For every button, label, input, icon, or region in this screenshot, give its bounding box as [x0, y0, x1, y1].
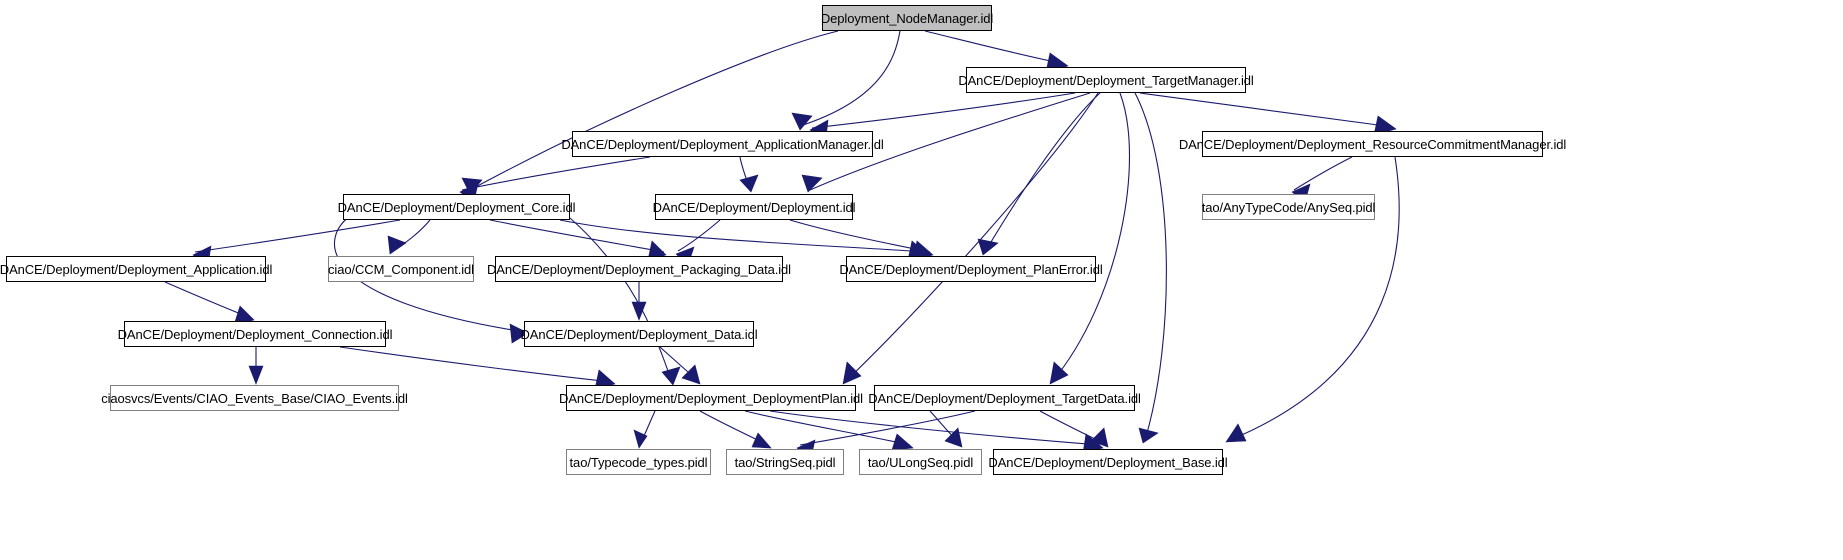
edge-core-to-packagingdata — [489, 219, 665, 253]
graph-node-label: DAnCE/Deployment/Deployment_TargetData.i… — [868, 390, 1141, 406]
graph-node-nodemanager[interactable]: Deployment_NodeManager.idl — [821, 5, 993, 31]
graph-node-base[interactable]: DAnCE/Deployment/Deployment_Base.idl — [988, 449, 1228, 475]
arrowhead-icon — [739, 174, 759, 193]
arrowhead-icon — [1090, 427, 1109, 448]
edge-deploymentplan-to-ulongseq — [744, 410, 911, 446]
edge-targetmanager-to-rescommit — [1139, 92, 1394, 128]
arrowhead-icon — [681, 364, 701, 385]
edge-nodemanager-to-core — [469, 30, 839, 191]
graph-node-deploymentplan[interactable]: DAnCE/Deployment/Deployment_DeploymentPl… — [559, 385, 863, 411]
graph-node-ulongseq[interactable]: tao/ULongSeq.pidl — [859, 449, 982, 475]
graph-node-appmanager[interactable]: DAnCE/Deployment/Deployment_ApplicationM… — [561, 131, 884, 157]
graph-node-application[interactable]: DAnCE/Deployment/Deployment_Application.… — [0, 256, 272, 282]
graph-node-ccmcomponent[interactable]: ciao/CCM_Component.idl — [328, 256, 474, 282]
arrowhead-icon — [842, 361, 862, 385]
graph-node-label: DAnCE/Deployment/Deployment_PlanError.id… — [839, 261, 1103, 277]
graph-node-data[interactable]: DAnCE/Deployment/Deployment_Data.idl — [521, 321, 758, 347]
graph-node-label: DAnCE/Deployment/Deployment_TargetManage… — [958, 72, 1254, 88]
graph-node-connection[interactable]: DAnCE/Deployment/Deployment_Connection.i… — [118, 321, 392, 347]
graph-node-label: DAnCE/Deployment/Deployment_Connection.i… — [117, 326, 393, 342]
edge-rescommit-to-anyseq — [1293, 156, 1353, 191]
graph-node-deployment[interactable]: DAnCE/Deployment/Deployment.idl — [653, 194, 856, 220]
arrowhead-icon — [977, 238, 999, 256]
graph-node-targetdata[interactable]: DAnCE/Deployment/Deployment_TargetData.i… — [868, 385, 1141, 411]
edge-targetmanager-to-targetdata — [1051, 92, 1130, 383]
edge-deployment-to-packagingdata — [677, 219, 721, 252]
edge-targetmanager-to-appmanager — [811, 92, 1076, 129]
graph-node-stringseq[interactable]: tao/StringSeq.pidl — [726, 449, 844, 475]
graph-node-label: DAnCE/Deployment/Deployment_Core.idl — [337, 199, 576, 215]
graph-node-label: Deployment_NodeManager.idl — [820, 10, 994, 26]
edge-core-to-application — [194, 219, 401, 253]
arrowhead-icon — [891, 433, 914, 451]
arrowhead-icon — [944, 427, 963, 448]
arrowhead-icon — [661, 366, 681, 386]
graph-node-anyseq[interactable]: tao/AnyTypeCode/AnySeq.pidl — [1202, 194, 1375, 220]
edge-targetmanager-to-base — [1134, 92, 1167, 441]
graph-node-packagingdata[interactable]: DAnCE/Deployment/Deployment_Packaging_Da… — [487, 256, 791, 282]
arrowhead-icon — [631, 301, 647, 321]
edge-appmanager-to-core — [461, 156, 651, 191]
edge-deployment-to-planerror — [789, 219, 931, 253]
graph-node-label: DAnCE/Deployment/Deployment_Application.… — [0, 261, 273, 277]
edge-nodemanager-to-appmanager — [799, 30, 901, 127]
graph-node-targetmanager[interactable]: DAnCE/Deployment/Deployment_TargetManage… — [958, 67, 1254, 93]
arrowhead-icon — [1138, 427, 1159, 444]
graph-node-rescommit[interactable]: DAnCE/Deployment/Deployment_ResourceComm… — [1179, 131, 1566, 157]
edge-targetmanager-to-deployment — [809, 92, 1091, 191]
graph-node-typecodetypes[interactable]: tao/Typecode_types.pidl — [566, 449, 711, 475]
graph-node-label: DAnCE/Deployment/Deployment_Packaging_Da… — [487, 261, 791, 277]
graph-node-label: DAnCE/Deployment/Deployment_ResourceComm… — [1178, 136, 1567, 152]
graph-node-label: DAnCE/Deployment/Deployment_Base.idl — [988, 454, 1228, 470]
graph-node-label: tao/AnyTypeCode/AnySeq.pidl — [1201, 199, 1376, 215]
edge-targetmanager-to-planerror — [984, 92, 1101, 253]
edge-connection-to-deploymentplan — [339, 346, 613, 383]
edge-deploymentplan-to-base — [769, 410, 1101, 446]
graph-node-label: tao/ULongSeq.pidl — [867, 454, 974, 470]
edge-core-to-planerror — [559, 219, 926, 253]
arrowhead-icon — [248, 365, 264, 385]
arrowhead-icon — [1225, 423, 1247, 443]
edge-targetdata-to-stringseq — [799, 410, 976, 446]
graph-node-label: ciaosvcs/Events/CIAO_Events_Base/CIAO_Ev… — [101, 390, 408, 406]
edge-core-to-deploymentplan — [569, 217, 673, 383]
graph-node-core[interactable]: DAnCE/Deployment/Deployment_Core.idl — [338, 194, 575, 220]
arrowhead-icon — [1049, 361, 1069, 385]
graph-node-label: tao/StringSeq.pidl — [734, 454, 836, 470]
arrowhead-icon — [387, 235, 407, 255]
arrowhead-icon — [791, 112, 813, 131]
graph-node-planerror[interactable]: DAnCE/Deployment/Deployment_PlanError.id… — [839, 256, 1103, 282]
arrowhead-icon — [509, 323, 529, 344]
edge-rescommit-to-base — [1229, 156, 1400, 441]
graph-node-label: DAnCE/Deployment/Deployment_Data.idl — [520, 326, 758, 342]
arrowhead-icon — [751, 432, 772, 449]
graph-node-label: tao/Typecode_types.pidl — [569, 454, 708, 470]
edge-nodemanager-to-targetmanager — [924, 30, 1066, 65]
graph-node-label: DAnCE/Deployment/Deployment.idl — [652, 199, 856, 215]
arrowhead-icon — [633, 429, 648, 449]
edge-targetmanager-to-deploymentplan — [844, 92, 1099, 383]
graph-node-ciaoevents[interactable]: ciaosvcs/Events/CIAO_Events_Base/CIAO_Ev… — [101, 385, 408, 411]
arrowhead-icon — [801, 174, 823, 193]
graph-node-label: DAnCE/Deployment/Deployment_DeploymentPl… — [559, 390, 863, 406]
graph-node-label: DAnCE/Deployment/Deployment_ApplicationM… — [561, 136, 884, 152]
graph-node-label: ciao/CCM_Component.idl — [328, 261, 474, 277]
